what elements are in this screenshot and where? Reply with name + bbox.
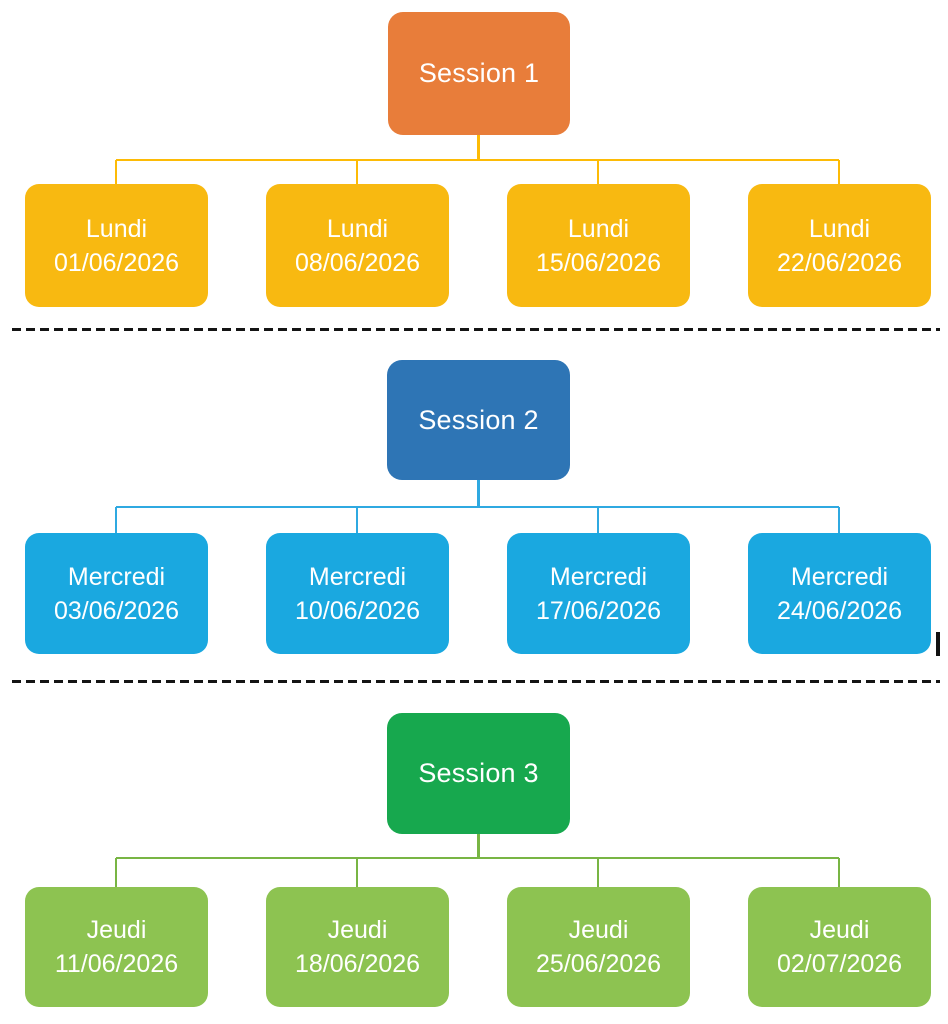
session-2-date-box-4: Mercredi 24/06/2026 bbox=[748, 533, 931, 654]
session-3-connector-drop-3 bbox=[597, 858, 599, 887]
session-3-date-box-4: Jeudi 02/07/2026 bbox=[748, 887, 931, 1007]
date-label: 17/06/2026 bbox=[535, 596, 662, 625]
session-2-date-box-3: Mercredi 17/06/2026 bbox=[507, 533, 690, 654]
session-1-label: Session 1 bbox=[418, 58, 540, 88]
date-label: 25/06/2026 bbox=[535, 950, 662, 978]
session-2-connector-drop-3 bbox=[597, 507, 599, 533]
date-label: 15/06/2026 bbox=[535, 248, 662, 277]
session-1-connector-hline bbox=[116, 159, 839, 161]
session-3-date-box-2: Jeudi 18/06/2026 bbox=[266, 887, 449, 1007]
session-2-box: Session 2 bbox=[387, 360, 570, 480]
session-1-date-box-2: Lundi 08/06/2026 bbox=[266, 184, 449, 307]
session-1-date-box-3: Lundi 15/06/2026 bbox=[507, 184, 690, 307]
dashed-separator-1 bbox=[12, 328, 940, 331]
day-label: Mercredi bbox=[67, 562, 166, 591]
session-2-connector-drop-4 bbox=[838, 507, 840, 533]
session-3-date-box-3: Jeudi 25/06/2026 bbox=[507, 887, 690, 1007]
date-label: 08/06/2026 bbox=[294, 248, 421, 277]
day-label: Lundi bbox=[567, 214, 630, 243]
date-label: 02/07/2026 bbox=[776, 950, 903, 978]
date-label: 18/06/2026 bbox=[294, 950, 421, 978]
text-cursor-artifact bbox=[936, 632, 940, 656]
session-1-date-box-1: Lundi 01/06/2026 bbox=[25, 184, 208, 307]
date-label: 10/06/2026 bbox=[294, 596, 421, 625]
session-3-box: Session 3 bbox=[387, 713, 570, 834]
day-label: Lundi bbox=[808, 214, 871, 243]
session-2-connector-drop-2 bbox=[356, 507, 358, 533]
session-1-box: Session 1 bbox=[388, 12, 570, 135]
date-label: 24/06/2026 bbox=[776, 596, 903, 625]
date-label: 03/06/2026 bbox=[53, 596, 180, 625]
session-2-date-box-2: Mercredi 10/06/2026 bbox=[266, 533, 449, 654]
dashed-separator-2 bbox=[12, 680, 940, 683]
session-1-connector-drop-2 bbox=[356, 160, 358, 185]
date-label: 11/06/2026 bbox=[54, 950, 179, 978]
day-label: Mercredi bbox=[790, 562, 889, 591]
session-1-connector-drop-3 bbox=[597, 160, 599, 185]
session-2-date-box-1: Mercredi 03/06/2026 bbox=[25, 533, 208, 654]
session-3-connector-stem bbox=[477, 834, 480, 857]
session-3-connector-drop-1 bbox=[115, 858, 117, 887]
session-3-label: Session 3 bbox=[418, 758, 539, 788]
session-2-connector-stem bbox=[477, 480, 480, 506]
session-1-connector-drop-4 bbox=[838, 160, 840, 185]
session-1-date-box-4: Lundi 22/06/2026 bbox=[748, 184, 931, 307]
session-3-connector-drop-2 bbox=[356, 858, 358, 887]
session-2-connector-hline bbox=[116, 506, 839, 508]
day-label: Mercredi bbox=[549, 562, 648, 591]
session-2-label: Session 2 bbox=[418, 404, 539, 435]
day-label: Lundi bbox=[85, 214, 148, 243]
day-label: Mercredi bbox=[308, 562, 407, 591]
day-label: Jeudi bbox=[86, 916, 147, 944]
session-3-connector-drop-4 bbox=[838, 858, 840, 887]
day-label: Jeudi bbox=[327, 916, 388, 944]
session-1-connector-drop-1 bbox=[115, 160, 117, 185]
session-1-connector-stem bbox=[477, 135, 480, 161]
date-label: 22/06/2026 bbox=[776, 248, 903, 277]
day-label: Jeudi bbox=[809, 916, 870, 944]
session-3-connector-hline bbox=[116, 857, 839, 859]
day-label: Lundi bbox=[326, 214, 389, 243]
date-label: 01/06/2026 bbox=[53, 248, 180, 277]
day-label: Jeudi bbox=[568, 916, 629, 944]
session-3-date-box-1: Jeudi 11/06/2026 bbox=[25, 887, 208, 1007]
session-2-connector-drop-1 bbox=[115, 507, 117, 533]
